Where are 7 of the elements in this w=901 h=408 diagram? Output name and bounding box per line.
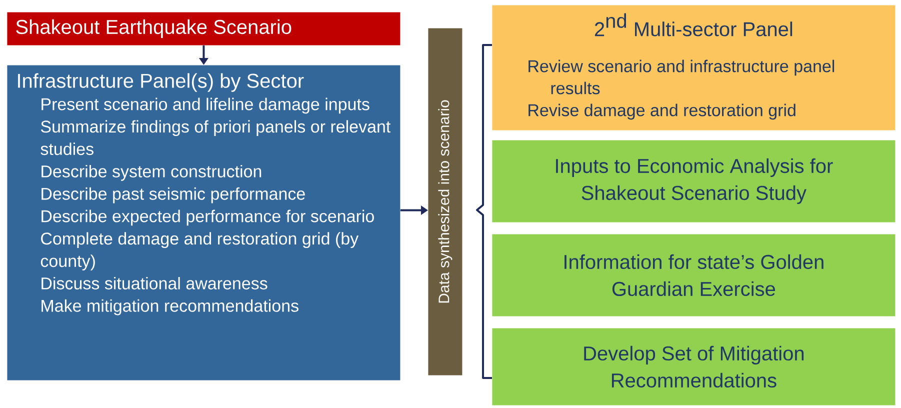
result-box: Information for state’s Golden Guardian Exercise	[492, 234, 896, 316]
panel-box: $\textrm{2}^{\textrm{nd}}\textrm{ Multi-sector Panel}$ Review scenario and infrastructure panel results Revise damage and restoration grid	[492, 5, 896, 130]
title-box: Shakeout Earthquake Scenario	[7, 12, 400, 46]
panel-box: Infrastructure Panel(s) by Sector Present scenario and lifeline damage inputs Summarize findings of priori panels or relevant studies Describe system construction Describe past seismic performance Describe expected performance for scenario Complete damage and restoration grid (by county) Discuss situational awareness Make mitigation recommendations	[7, 65, 400, 380]
result-box: Inputs to Economic Analysis for Shakeout Scenario Study	[492, 140, 896, 222]
vertical-bar: Data synthesized into scenario	[428, 28, 462, 376]
result-box: Develop Set of Mitigation Recommendations	[492, 328, 896, 406]
